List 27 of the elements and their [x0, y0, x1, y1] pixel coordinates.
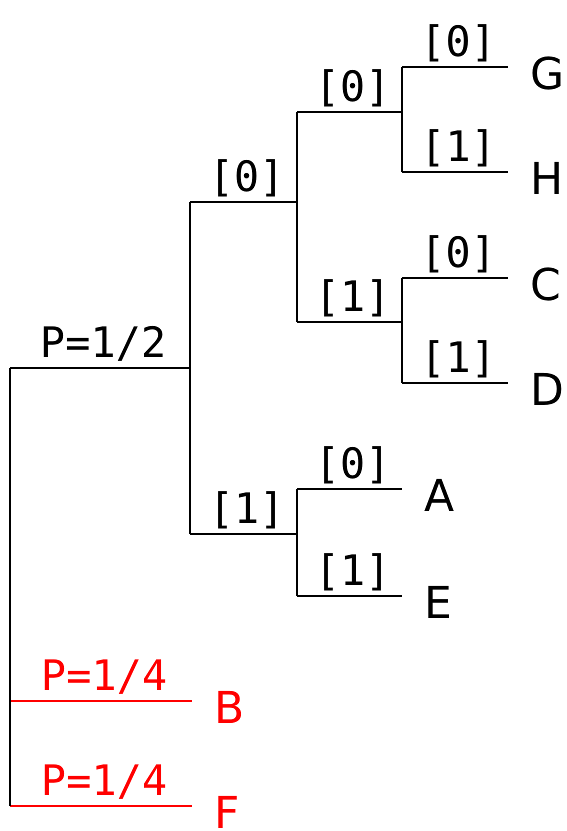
tree-branch-line [10, 367, 190, 369]
tree-branch-line [402, 171, 508, 173]
tree-branch-line [190, 533, 297, 535]
tree-branch-line [402, 382, 508, 384]
tree-branch-line [297, 488, 402, 490]
leaf-symbol: E [402, 584, 452, 624]
tree-branch-line [297, 111, 402, 113]
leaf-symbol: C [508, 266, 561, 306]
tree-branch-line [402, 66, 508, 68]
tree-junction-line [401, 278, 403, 383]
tree-junction-line [296, 489, 298, 596]
leaf-symbol: H [508, 160, 564, 200]
tree-branch-line [10, 805, 192, 807]
leaf-symbol: A [402, 477, 454, 517]
tree-junction-line [189, 202, 191, 534]
tree-branch-line [190, 201, 297, 203]
tree-branch-line [10, 700, 192, 702]
tree-junction-line [296, 112, 298, 322]
tree-junction-line [9, 368, 11, 806]
leaf-symbol: G [508, 55, 564, 95]
tree-junction-line [401, 67, 403, 172]
tree-branch-line [402, 277, 508, 279]
leaf-symbol: F [192, 794, 240, 831]
leaf-symbol: B [192, 689, 244, 729]
leaf-symbol: D [508, 371, 564, 411]
tree-branch-line [297, 321, 402, 323]
tree-branch-line [297, 595, 402, 597]
